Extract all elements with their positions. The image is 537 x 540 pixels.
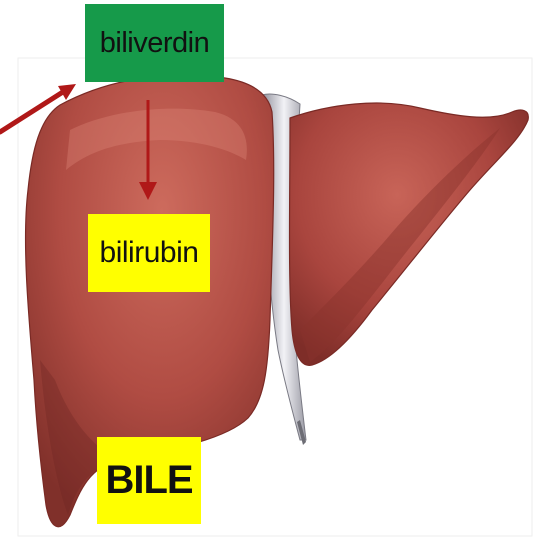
bile-label: BILE	[97, 437, 201, 524]
bilirubin-label: bilirubin	[88, 214, 210, 292]
biliverdin-label: biliverdin	[85, 4, 224, 82]
